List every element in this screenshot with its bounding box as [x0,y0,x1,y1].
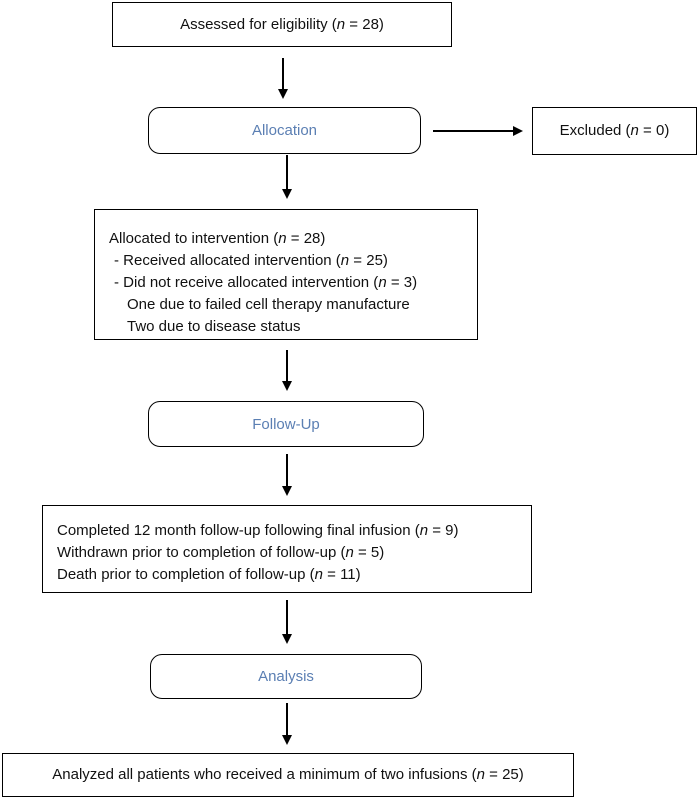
followup-label: Follow-Up [252,415,320,433]
analyzed-text: Analyzed all patients who received a min… [52,766,524,783]
followup-line-3: Death prior to completion of follow-up (… [57,566,361,583]
excluded-box: Excluded (n = 0) [532,107,697,155]
eligibility-text: Assessed for eligibility (n = 28) [180,15,384,33]
eligibility-box: Assessed for eligibility (n = 28) [112,2,452,47]
allocation-stage: Allocation [148,107,421,154]
allocated-line-2: - Received allocated intervention (n = 2… [114,252,388,269]
allocation-label: Allocation [251,122,318,139]
allocated-line-5: Two due to disease status [127,318,301,335]
followup-box: Completed 12 month follow-up following f… [42,505,532,593]
followup-line-1: Completed 12 month follow-up following f… [57,522,459,539]
excluded-text: Excluded (n = 0) [559,122,670,139]
analysis-stage: Analysis [150,654,422,699]
followup-stage: Follow-Up [148,401,424,447]
allocated-line-1: Allocated to intervention (n = 28) [109,230,326,247]
followup-line-2: Withdrawn prior to completion of follow-… [57,544,385,561]
allocated-line-3: - Did not receive allocated intervention… [114,274,418,291]
allocated-line-4: One due to failed cell therapy manufactu… [127,296,410,313]
analysis-label: Analysis [258,668,314,685]
allocated-box: Allocated to intervention (n = 28) - Rec… [94,209,478,340]
analyzed-box: Analyzed all patients who received a min… [2,753,574,797]
